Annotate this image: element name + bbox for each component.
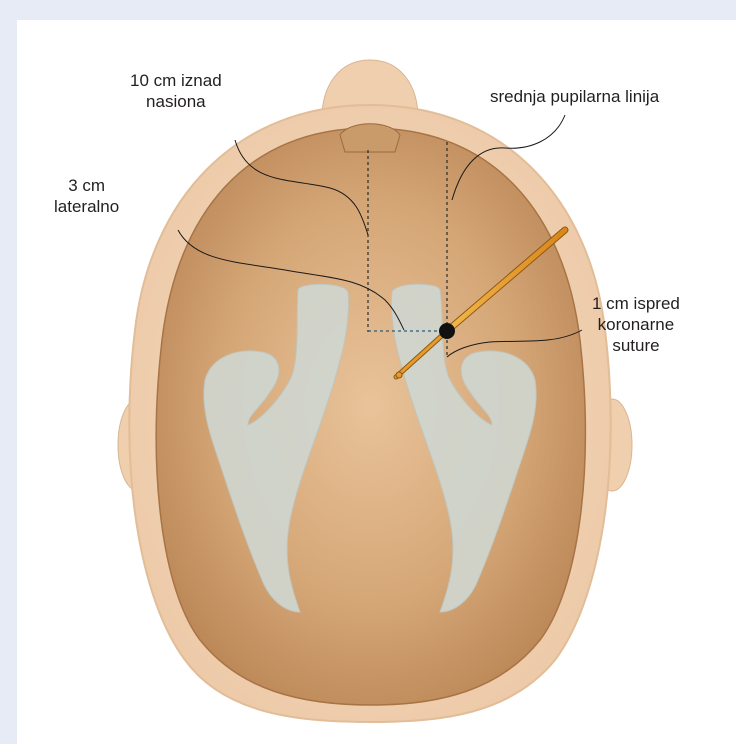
- label-pupillary-text: srednja pupilarna linija: [490, 87, 659, 106]
- label-coronal-line3: suture: [592, 335, 680, 356]
- label-lateral: 3 cm lateralno: [54, 175, 119, 217]
- label-nasion: 10 cm iznad nasiona: [130, 70, 222, 112]
- label-coronal-line2: koronarne: [592, 314, 680, 335]
- burr-hole-point: [439, 323, 455, 339]
- label-lateral-line1: 3 cm: [54, 175, 119, 196]
- label-nasion-line2: nasiona: [130, 91, 222, 112]
- frontal-notch: [340, 124, 400, 152]
- label-coronal-line1: 1 cm ispred: [592, 293, 680, 314]
- label-nasion-line1: 10 cm iznad: [130, 70, 222, 91]
- label-coronal: 1 cm ispred koronarne suture: [592, 293, 680, 356]
- label-lateral-line2: lateralno: [54, 196, 119, 217]
- label-pupillary: srednja pupilarna linija: [490, 86, 659, 107]
